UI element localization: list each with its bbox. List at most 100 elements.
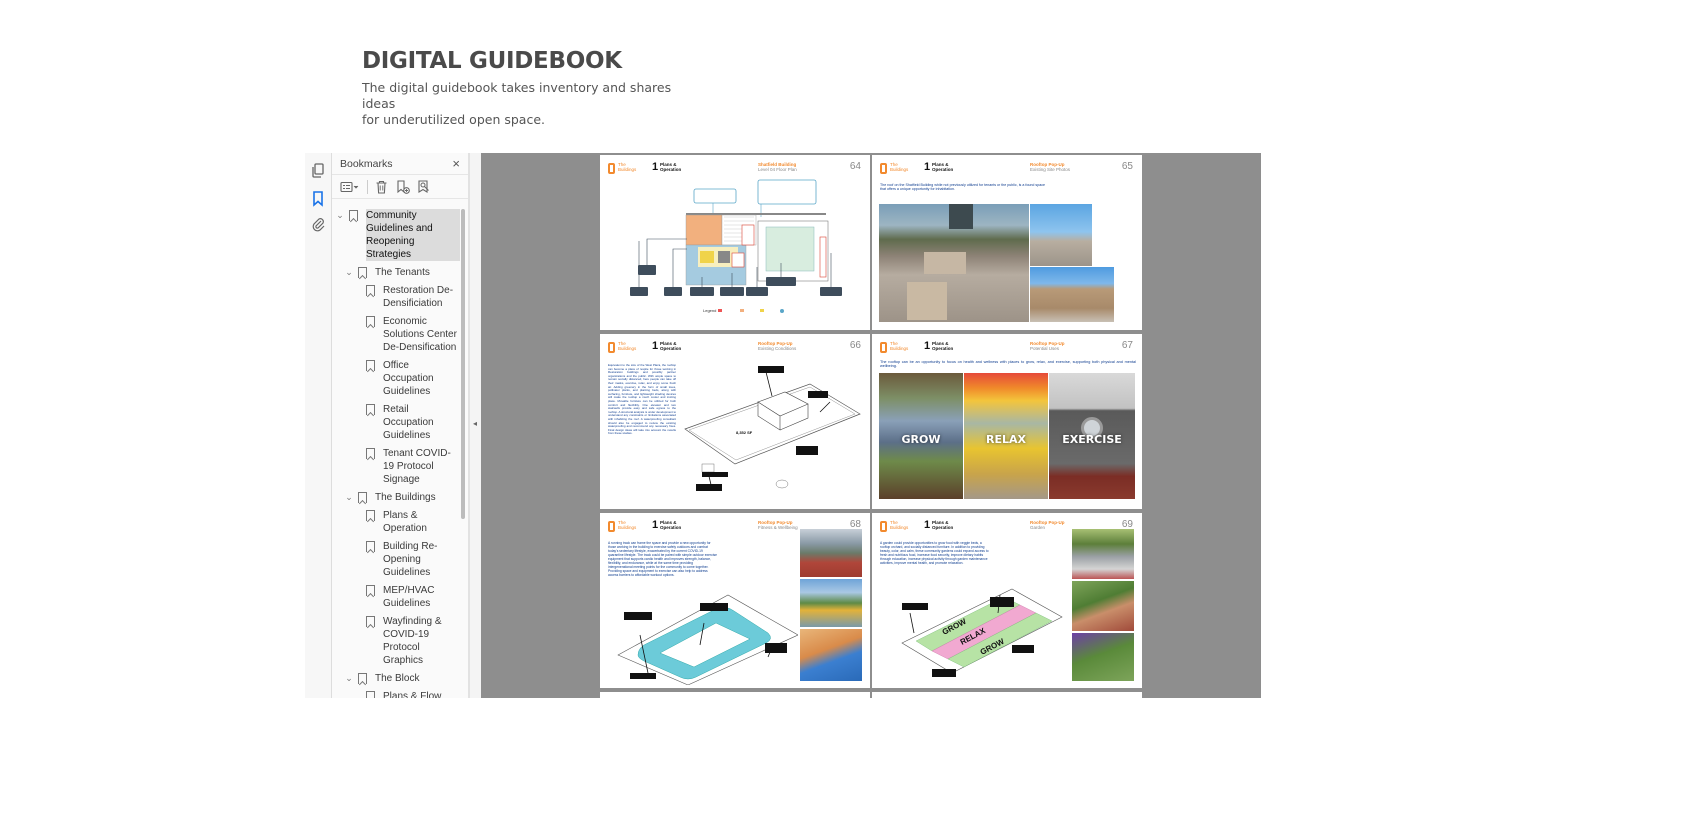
document-canvas[interactable]: The Buildings 1 Plans & Operation Shatfi… <box>481 153 1261 698</box>
bookmark-icon <box>366 404 375 415</box>
page-number: 68 <box>849 519 861 530</box>
page-64: The Buildings 1 Plans & Operation Shatfi… <box>600 155 870 330</box>
callout-label <box>630 673 656 679</box>
page-70-partial <box>600 692 870 698</box>
bookmark-icon[interactable] <box>311 191 328 208</box>
scrollbar-thumb[interactable] <box>461 209 465 519</box>
garden-photo-3 <box>1072 633 1134 681</box>
bookmark-office-occupation[interactable]: Office Occupation Guidelines <box>332 357 460 401</box>
bookmark-wayfinding-buildings[interactable]: Wayfinding & COVID-19 Protocol Graphics <box>332 613 460 670</box>
page-number: 66 <box>849 340 861 351</box>
panel-splitter[interactable]: ◂ <box>469 153 481 698</box>
bookmark-icon <box>366 616 375 627</box>
bookmark-icon <box>366 448 375 459</box>
bookmark-building-reopening[interactable]: Building Re-Opening Guidelines <box>332 538 460 582</box>
bookmark-the-block[interactable]: ⌄The Block <box>345 673 420 684</box>
page-number: 64 <box>849 161 861 172</box>
running-track-diagram <box>617 594 798 685</box>
relax-caption: RELAX <box>986 433 1026 447</box>
delete-bookmark-icon[interactable] <box>375 180 389 194</box>
section-name: Plans & Operation <box>660 520 682 530</box>
bookmark-icon <box>366 691 375 698</box>
section-tag: The Buildings <box>618 162 637 172</box>
bookmark-icon <box>366 316 375 327</box>
garden-photo-2 <box>1072 581 1134 631</box>
callout-label <box>932 669 956 677</box>
search-bookmark-icon[interactable] <box>417 179 431 194</box>
page-body-text: The rooftop can be an opportunity to foc… <box>880 360 1136 369</box>
brand-logo <box>880 342 887 353</box>
bookmark-economic-solutions[interactable]: Economic Solutions Center De-Densificati… <box>332 313 460 357</box>
add-bookmark-icon[interactable] <box>396 179 410 194</box>
close-icon[interactable]: × <box>452 156 460 171</box>
bookmark-tree: ⌄Community Guidelines and Reopening Stra… <box>332 207 460 698</box>
bookmark-icon <box>366 360 375 371</box>
page-69: The Buildings 1 Plans & Operation Roofto… <box>872 513 1142 688</box>
bookmark-plans-operation[interactable]: Plans & Operation <box>332 507 460 538</box>
page-71-partial <box>872 692 1142 698</box>
bookmarks-toolbar <box>332 175 468 199</box>
callout-label <box>765 643 787 653</box>
callout-label <box>990 597 1014 607</box>
page-body-text: Equivalent to the size of the West Plaza… <box>608 363 676 436</box>
callout-label <box>758 366 784 373</box>
bookmark-mep-hvac[interactable]: MEP/HVAC Guidelines <box>332 582 460 613</box>
bookmark-icon <box>366 585 375 596</box>
bookmarks-title: Bookmarks <box>340 157 393 170</box>
chapter-number: 1 <box>924 519 931 531</box>
rooftop-photo-3 <box>1030 267 1114 322</box>
bookmark-the-buildings[interactable]: ⌄The Buildings <box>345 492 436 503</box>
page-body-text: The roof on the Shatfield Building while… <box>880 183 1045 192</box>
bookmark-icon <box>349 210 358 221</box>
bookmark-icon <box>358 267 367 278</box>
garden-photo-1 <box>1072 529 1134 579</box>
pages-icon[interactable] <box>311 163 328 180</box>
collapse-panel-icon[interactable]: ◂ <box>473 419 478 428</box>
grow-caption: GROW <box>901 433 941 447</box>
bookmark-restoration-de-densification[interactable]: Restoration De-Densificiation <box>332 282 460 313</box>
bookmark-the-tenants[interactable]: ⌄The Tenants <box>345 267 430 278</box>
bookmarks-header: Bookmarks × <box>332 153 468 175</box>
brand-logo <box>880 163 887 174</box>
section-tag: The Buildings <box>618 341 637 351</box>
section-name: Plans & Operation <box>932 341 954 351</box>
page-66: The Buildings 1 Plans & Operation Roofto… <box>600 334 870 509</box>
bookmark-icon <box>366 510 375 521</box>
page-subtitle: The digital guidebook takes inventory an… <box>362 80 672 127</box>
attachment-icon[interactable] <box>311 217 328 234</box>
brand-logo <box>880 521 887 532</box>
chapter-number: 1 <box>924 340 931 352</box>
bookmark-community-guidelines[interactable]: ⌄Community Guidelines and Reopening Stra… <box>332 207 460 264</box>
chapter-number: 1 <box>652 161 659 173</box>
bookmark-tenant-covid-signage[interactable]: Tenant COVID-19 Protocol Signage <box>332 445 460 489</box>
bookmark-plans-flow[interactable]: Plans & Flow <box>332 688 460 698</box>
options-menu-icon[interactable] <box>340 180 360 194</box>
rooftop-photo-main <box>879 204 1029 322</box>
section-tag: The Buildings <box>618 520 637 530</box>
chevron-down-icon[interactable]: ⌄ <box>345 492 353 502</box>
brand-logo <box>608 342 615 353</box>
svg-text:8,352 SF: 8,352 SF <box>736 430 753 435</box>
svg-text:Legend: Legend <box>703 308 716 313</box>
fitness-photo-3 <box>800 629 862 681</box>
chevron-down-icon[interactable]: ⌄ <box>345 673 353 683</box>
callout-label <box>624 612 652 620</box>
bookmarks-scrollbar[interactable] <box>460 209 466 698</box>
chevron-down-icon[interactable]: ⌄ <box>345 267 353 277</box>
section-tag: The Buildings <box>890 341 909 351</box>
rooftop-photo-2 <box>1030 204 1092 266</box>
rooftop-isometric-diagram: 8,352 SF <box>684 371 861 490</box>
chevron-down-icon[interactable]: ⌄ <box>336 210 344 220</box>
section-tag: The Buildings <box>890 520 909 530</box>
bookmark-icon <box>358 492 367 503</box>
bookmark-icon <box>366 541 375 552</box>
garden-diagram: GROW RELAX GROW <box>901 588 1063 674</box>
section-name: Plans & Operation <box>932 520 954 530</box>
relax-photo: RELAX <box>964 373 1048 499</box>
bookmark-retail-occupation[interactable]: Retail Occupation Guidelines <box>332 401 460 445</box>
